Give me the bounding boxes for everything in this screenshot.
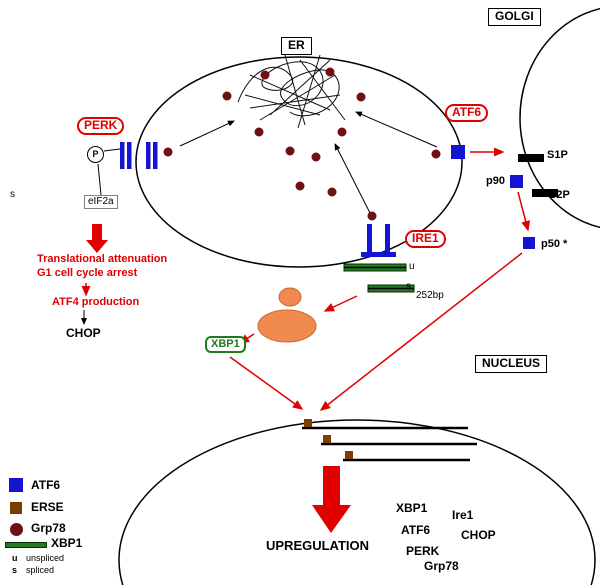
eif2a-box: eIF2a <box>84 195 118 209</box>
p90-label: p90 <box>486 175 505 187</box>
misfolded-protein-aggregate <box>237 54 346 129</box>
ire1-label: IRE1 <box>405 230 446 248</box>
chop-text: CHOP <box>66 326 101 340</box>
gene-grp78: Grp78 <box>424 559 459 573</box>
xbp1-protein-box: XBP1 <box>205 336 246 353</box>
p50-protein <box>523 237 535 249</box>
p90-protein <box>510 175 523 188</box>
er-membrane <box>135 56 463 268</box>
legend-atf6-label: ATF6 <box>31 478 61 492</box>
legend-s-symbol: s <box>12 565 18 575</box>
perk-receptor <box>120 142 158 169</box>
attenuation-text-line2: G1 cell cycle arrest <box>37 267 138 279</box>
gene-ire1: Ire1 <box>452 508 474 522</box>
legend-grp78-icon <box>10 523 23 536</box>
s1p-label: S1P <box>547 149 568 161</box>
legend-xbp1-icon <box>5 542 47 548</box>
phospho-connector <box>97 163 102 196</box>
p50-label: p50 * <box>541 238 568 250</box>
phospho-perk-link <box>103 148 121 152</box>
signal-arrows-red <box>81 147 531 411</box>
upregulation-text: UPREGULATION <box>266 538 370 553</box>
s2p-label: S2P <box>549 189 570 201</box>
attenuation-text-line1: Translational attenuation <box>37 253 168 265</box>
legend-atf6-icon <box>9 478 23 492</box>
gene-chop: CHOP <box>461 528 496 542</box>
legend-erse-label: ERSE <box>31 500 64 514</box>
gene-xbp1: XBP1 <box>396 501 428 515</box>
spliced-s-label: s <box>406 281 411 292</box>
erse-gene-lines <box>302 419 477 462</box>
legend-erse-icon <box>10 502 22 514</box>
atf6-protein <box>451 145 465 159</box>
stray-s-text: s <box>10 189 15 200</box>
s2p-protease <box>532 189 558 197</box>
gene-perk: PERK <box>406 544 440 558</box>
ribosome <box>257 287 317 343</box>
grp78-release-arrows <box>179 111 438 214</box>
grp78-molecules <box>163 67 441 221</box>
gene-atf6: ATF6 <box>401 523 431 537</box>
nucleus-label: NUCLEUS <box>475 355 548 373</box>
upregulation-arrow <box>312 466 351 533</box>
unspliced-u-label: u <box>409 261 415 272</box>
252bp-label: 252bp <box>416 290 444 301</box>
atf4-production-text: ATF4 production <box>52 296 140 308</box>
xbp1-mrna-spliced <box>367 284 415 293</box>
nucleus-membrane <box>118 419 596 585</box>
legend-u-symbol: u <box>12 553 18 563</box>
translational-attenuation-arrow <box>86 224 108 253</box>
legend-s-word: spliced <box>26 565 55 575</box>
golgi-membrane <box>519 7 600 229</box>
perk-label: PERK <box>77 117 125 135</box>
legend-grp78-label: Grp78 <box>31 521 66 535</box>
atf6-label: ATF6 <box>445 104 489 122</box>
golgi-label: GOLGI <box>488 8 541 26</box>
legend-xbp1-label: XBP1 <box>51 536 83 550</box>
phosphate-badge: P <box>87 146 104 163</box>
ire1-receptor <box>361 224 396 257</box>
s1p-protease <box>518 154 544 162</box>
legend-u-word: unspliced <box>26 553 65 563</box>
xbp1-mrna-unspliced <box>343 263 407 272</box>
er-label: ER <box>281 37 312 55</box>
